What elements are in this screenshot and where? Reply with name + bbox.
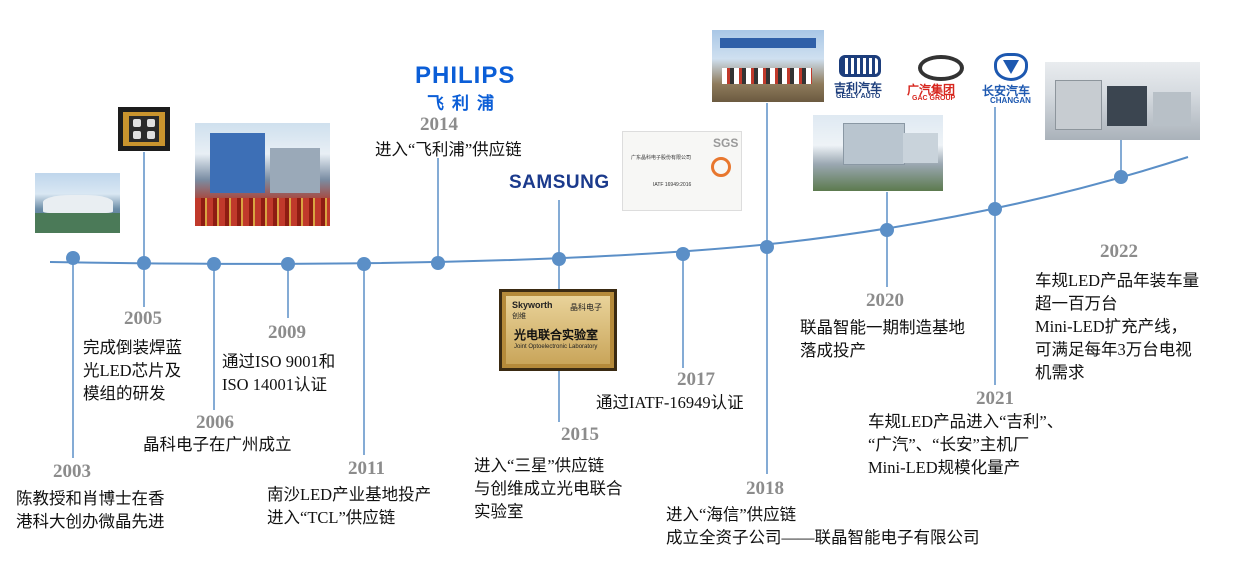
desc-2005: 完成倒装焊蓝 光LED芯片及 模组的研发 bbox=[83, 338, 182, 403]
dot-2022 bbox=[1114, 170, 1128, 184]
changan-en-label: CHANGAN bbox=[990, 96, 1031, 105]
timeline-dots bbox=[66, 170, 1128, 271]
changan-cn-label: 长安汽车 bbox=[982, 84, 1031, 98]
timeline-curve bbox=[49, 156, 1189, 265]
year-2021: 2021 bbox=[976, 388, 1014, 409]
dot-2014 bbox=[431, 256, 445, 270]
joint-lab-plaque: Skyworth 创维 晶科电子 光电联合实验室 Joint Optoelect… bbox=[499, 289, 617, 371]
desc-2021: 车规LED产品进入“吉利”、 “广汽”、“长安”主机厂 Mini-LED规模化量… bbox=[868, 412, 1064, 477]
year-2003: 2003 bbox=[53, 461, 91, 482]
year-2005: 2005 bbox=[124, 308, 162, 329]
year-2020: 2020 bbox=[866, 290, 904, 311]
gac-logo-icon bbox=[918, 55, 964, 81]
samsung-logo: SAMSUNG bbox=[509, 172, 610, 193]
gac-en-label: GAC GROUP bbox=[912, 95, 956, 102]
philips-cn-logo: 飞利浦 bbox=[427, 94, 502, 114]
year-2009: 2009 bbox=[268, 322, 306, 343]
desc-2018: 进入“海信”供应链 成立全资子公司——联晶智能电子有限公司 bbox=[666, 505, 980, 547]
desc-2006: 晶科电子在广州成立 bbox=[143, 435, 292, 454]
desc-2014: 进入“飞利浦”供应链 bbox=[375, 140, 522, 159]
geely-en-label: GEELY AUTO bbox=[836, 93, 881, 100]
production-line-photo bbox=[1045, 62, 1200, 140]
changan-logo-icon bbox=[994, 53, 1028, 81]
skyworth-label: Skyworth bbox=[512, 300, 553, 310]
year-2011: 2011 bbox=[348, 458, 385, 479]
year-2022: 2022 bbox=[1100, 241, 1138, 262]
dot-2011 bbox=[357, 257, 371, 271]
cert-company-label: 广东晶科电子股份有限公司 bbox=[631, 155, 692, 161]
industrial-park-photo bbox=[813, 115, 943, 191]
groundbreaking-photo bbox=[712, 30, 824, 102]
philips-logo: PHILIPS bbox=[415, 62, 516, 89]
dot-2015 bbox=[552, 252, 566, 266]
sgs-label: SGS bbox=[713, 136, 739, 150]
dot-2003 bbox=[66, 251, 80, 265]
desc-2009: 通过ISO 9001和 ISO 14001认证 bbox=[222, 352, 336, 394]
desc-2022: 车规LED产品年装车量 超一百万台 Mini-LED扩充产线， 可满足每年3万台… bbox=[1035, 271, 1200, 382]
factory-opening-photo bbox=[195, 123, 330, 226]
iatf-certificate: 广东晶科电子股份有限公司 IATF 16949:2016 SGS bbox=[622, 131, 742, 211]
desc-2015: 进入“三星”供应链 与创维成立光电联合 实验室 bbox=[474, 456, 623, 521]
year-2006: 2006 bbox=[196, 412, 234, 433]
jingke-small-label: 晶科电子 bbox=[570, 303, 602, 312]
sgs-seal-icon bbox=[711, 157, 731, 177]
desc-2011: 南沙LED产业基地投产 进入“TCL”供应链 bbox=[267, 485, 432, 527]
geely-cn-label: 吉利汽车 bbox=[834, 81, 883, 95]
dot-2018 bbox=[760, 240, 774, 254]
desc-2020: 联晶智能一期制造基地 落成投产 bbox=[800, 318, 965, 360]
led-chip-photo bbox=[118, 107, 170, 151]
hkust-campus-photo bbox=[35, 173, 120, 233]
desc-2017: 通过IATF-16949认证 bbox=[596, 393, 744, 412]
lab-title-label: 光电联合实验室 bbox=[514, 328, 599, 342]
year-2017: 2017 bbox=[677, 369, 715, 390]
dot-2017 bbox=[676, 247, 690, 261]
lab-en-label: Joint Optoelectronic Laboratory bbox=[514, 344, 598, 350]
dot-2009 bbox=[281, 257, 295, 271]
year-2018: 2018 bbox=[746, 478, 784, 499]
dot-2005 bbox=[137, 256, 151, 270]
skyworth-cn-label: 创维 bbox=[512, 312, 526, 320]
dot-2020 bbox=[880, 223, 894, 237]
dot-2006 bbox=[207, 257, 221, 271]
cert-std-label: IATF 16949:2016 bbox=[653, 182, 692, 188]
gac-cn-label: 广汽集团 bbox=[907, 83, 956, 97]
connector-lines bbox=[72, 103, 1122, 474]
desc-2003: 陈教授和肖博士在香 港科大创办微晶先进 bbox=[16, 489, 165, 531]
geely-logo-icon bbox=[839, 55, 881, 77]
year-2015: 2015 bbox=[561, 424, 599, 445]
dot-2021 bbox=[988, 202, 1002, 216]
year-2014: 2014 bbox=[420, 114, 458, 135]
